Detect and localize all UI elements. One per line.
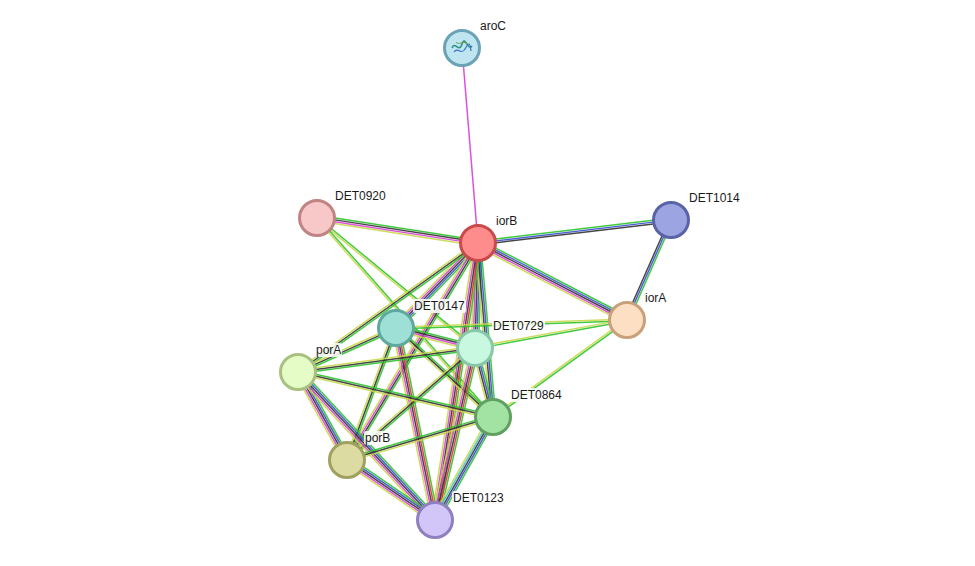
protein-node: DET0123 — [416, 501, 454, 539]
evidence-strand — [477, 366, 486, 400]
interaction-edge — [364, 420, 476, 456]
node-label: DET0920 — [334, 189, 387, 203]
evidence-strand — [496, 248, 613, 308]
evidence-strand — [309, 386, 422, 508]
evidence-strand — [507, 330, 612, 406]
protein-node: porB — [328, 441, 366, 479]
evidence-strand — [316, 376, 476, 413]
evidence-strand — [400, 346, 432, 503]
evidence-strand — [335, 222, 460, 241]
evidence-strand — [364, 422, 475, 455]
evidence-strand — [363, 469, 421, 509]
evidence-strand — [364, 467, 422, 507]
evidence-strand — [360, 473, 418, 513]
protein-node: DET0729 — [456, 329, 494, 367]
evidence-strand — [335, 218, 460, 237]
interaction-edge — [314, 334, 381, 367]
evidence-strand — [403, 345, 435, 502]
evidence-strand — [315, 378, 475, 415]
node-label: aroC — [479, 19, 507, 33]
evidence-strand — [362, 470, 420, 510]
evidence-strand — [365, 424, 476, 457]
node-label: DET0729 — [492, 319, 545, 333]
interaction-edge — [507, 330, 613, 407]
node-label: porB — [364, 431, 391, 445]
node-label: porA — [315, 343, 342, 357]
evidence-strand — [361, 472, 419, 512]
interaction-edge — [308, 383, 426, 509]
evidence-strand — [463, 66, 476, 225]
protein-node: aroC — [443, 29, 481, 67]
evidence-strand — [408, 256, 465, 315]
protein-node: iorA — [608, 301, 646, 339]
protein-node: DET1014 — [652, 201, 690, 239]
evidence-strand — [495, 250, 612, 310]
interaction-edge — [334, 218, 460, 243]
protein-node: DET0864 — [474, 398, 512, 436]
evidence-strand — [401, 345, 433, 502]
interaction-edge — [496, 220, 654, 242]
evidence-strand — [334, 223, 459, 242]
structure-icon — [446, 32, 478, 64]
protein-node: DET0147 — [377, 309, 415, 347]
node-label: iorA — [644, 291, 667, 305]
evidence-strand — [335, 220, 460, 239]
evidence-strand — [494, 251, 611, 311]
interaction-edge — [360, 467, 422, 513]
evidence-strand — [496, 222, 653, 241]
interaction-edge — [463, 66, 476, 225]
evidence-strand — [316, 374, 476, 411]
evidence-strand — [496, 220, 653, 239]
evidence-strand — [364, 420, 475, 453]
evidence-strand — [496, 224, 653, 243]
evidence-strand — [413, 333, 457, 344]
evidence-strand — [493, 253, 610, 313]
interaction-edge — [413, 330, 458, 346]
interaction-edge — [315, 374, 476, 414]
node-label: DET0864 — [510, 388, 563, 402]
evidence-strand — [479, 366, 488, 400]
evidence-strand — [413, 335, 457, 346]
evidence-strand — [492, 254, 609, 314]
node-label: iorB — [495, 214, 518, 228]
node-label: DET0147 — [413, 299, 466, 313]
node-label: DET0123 — [452, 491, 505, 505]
evidence-strand — [410, 257, 467, 316]
protein-node: iorB — [459, 224, 497, 262]
evidence-strand — [310, 385, 423, 507]
evidence-strand — [308, 388, 421, 510]
protein-node: DET0920 — [298, 199, 336, 237]
interaction-edge — [477, 365, 491, 401]
evidence-strand — [314, 334, 379, 363]
interaction-edge — [492, 248, 612, 315]
node-label: DET1014 — [688, 191, 741, 205]
protein-node: porA — [279, 353, 317, 391]
evidence-strand — [508, 331, 613, 407]
